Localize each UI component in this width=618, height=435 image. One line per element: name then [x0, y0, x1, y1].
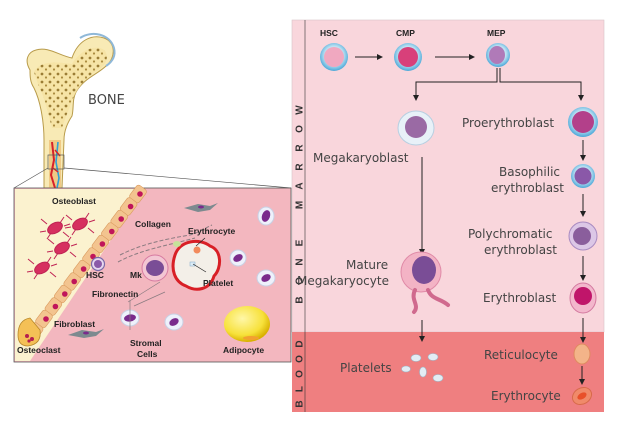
blood-region — [292, 332, 604, 412]
vertical-letter: M — [295, 201, 306, 209]
label-fibroblast: Fibroblast — [54, 319, 95, 329]
femur-bone — [26, 32, 116, 189]
osteoblast-nucleus — [127, 203, 134, 210]
osteoblast-nucleus — [43, 316, 49, 322]
fibronectin-fibers — [127, 281, 166, 330]
vertical-letter: A — [295, 182, 306, 189]
label-proerythroblast: Proerythroblast — [462, 116, 554, 130]
osteoblast-lining — [25, 184, 147, 341]
label-osteoclast: Osteoclast — [17, 345, 61, 355]
bone-marrow-vertical-label: B O N E M A R R O W — [295, 105, 306, 304]
osteoblast-nucleus — [137, 191, 143, 197]
label-mk: Mk — [130, 270, 142, 280]
label-polychromatic-1: Polychromatic — [468, 227, 552, 241]
collagen-fibers — [117, 224, 213, 263]
label-erythroblast: Erythroblast — [483, 291, 556, 305]
label-megakaryocyte: Megakaryocyte — [297, 274, 389, 288]
label-hsc: HSC — [320, 28, 338, 38]
osteoblast-nucleus — [118, 216, 124, 222]
osteoblast-nucleus — [71, 278, 77, 285]
mature-megakaryocyte-cell — [400, 251, 450, 314]
label-polychromatic-2: erythroblast — [484, 243, 557, 257]
megakaryocyte-niche — [141, 254, 169, 282]
cmp-cell — [394, 43, 422, 71]
erythrocyte-cell — [571, 386, 593, 406]
osteoblast-nucleus — [62, 291, 68, 297]
bone-label: BONE — [88, 93, 125, 108]
label-megakaryoblast: Megakaryoblast — [313, 151, 409, 165]
vertical-letter: B — [295, 400, 306, 407]
label-adipocyte: Adipocyte — [223, 345, 264, 355]
label-stromal-1: Stromal — [130, 338, 162, 348]
blood-vertical-label: B L OO D — [295, 340, 306, 407]
platelets-cluster — [401, 353, 444, 382]
stromal-cells — [120, 206, 276, 331]
reticulocyte-cell — [573, 343, 591, 365]
label-fibronectin: Fibronectin — [92, 289, 138, 299]
label-platelet: Platelet — [203, 278, 233, 288]
vertical-letter: N — [295, 258, 306, 265]
vertical-letter: R — [295, 163, 306, 171]
platelet-dot — [189, 261, 196, 267]
osteoblast-nucleus — [52, 303, 59, 310]
marrow-niche-inset: Osteoblast Collagen Erythrocyte HSC Mk P… — [13, 184, 292, 363]
label-mep: MEP — [487, 28, 506, 38]
zoom-line-right — [63, 167, 292, 189]
osteocytes — [26, 212, 96, 280]
label-collagen: Collagen — [135, 219, 171, 229]
hsc-cell — [320, 43, 348, 71]
osteoblast-nucleus — [80, 266, 87, 272]
vertical-letter: L — [295, 386, 306, 392]
label-mature: Mature — [346, 258, 388, 272]
vertical-letter: O — [295, 370, 306, 378]
sinusoid-vessel — [171, 239, 221, 291]
zoom-line-left — [13, 167, 49, 189]
label-reticulocyte: Reticulocyte — [484, 348, 558, 362]
vertical-letter: R — [295, 144, 306, 152]
label-stromal-2: Cells — [137, 349, 158, 359]
megakaryoblast-cell — [397, 110, 435, 146]
arrow-mep-proerythroblast — [499, 68, 584, 101]
vertical-letter: W — [295, 105, 306, 115]
vertical-letter: O — [295, 355, 306, 363]
label-platelets: Platelets — [340, 361, 392, 375]
osteoblast-nucleus — [99, 241, 106, 247]
vertical-letter: E — [295, 239, 306, 246]
mep-cell — [486, 43, 510, 67]
label-hsc-niche: HSC — [86, 270, 104, 280]
arrow-mep-megakaryoblast — [413, 68, 498, 101]
proerythroblast-cell — [568, 107, 598, 137]
fibroblasts — [68, 203, 218, 338]
vertical-letter: O — [295, 277, 306, 285]
label-erythrocyte: Erythrocyte — [188, 226, 236, 236]
vertical-letter: D — [295, 340, 306, 347]
label-basophilic-2: erythroblast — [491, 181, 564, 195]
bone-marrow-region — [291, 19, 605, 333]
erythrocyte-dot — [193, 246, 201, 254]
basophilic-erythroblast-cell — [571, 164, 595, 188]
hsc-cell-niche — [90, 256, 106, 272]
vertical-letter: O — [295, 125, 306, 133]
osteoclast-cell — [17, 317, 41, 347]
adipocyte-cell — [224, 306, 270, 342]
polychromatic-erythroblast-cell — [568, 221, 598, 251]
label-cmp: CMP — [396, 28, 415, 38]
vertical-letter: B — [295, 296, 306, 303]
erythroblast-cell — [569, 282, 597, 314]
label-basophilic-1: Basophilic — [499, 165, 560, 179]
osteoblast-nucleus — [109, 228, 115, 235]
label-erythrocyte: Erythrocyte — [491, 389, 561, 403]
label-osteoblast: Osteoblast — [52, 196, 96, 206]
